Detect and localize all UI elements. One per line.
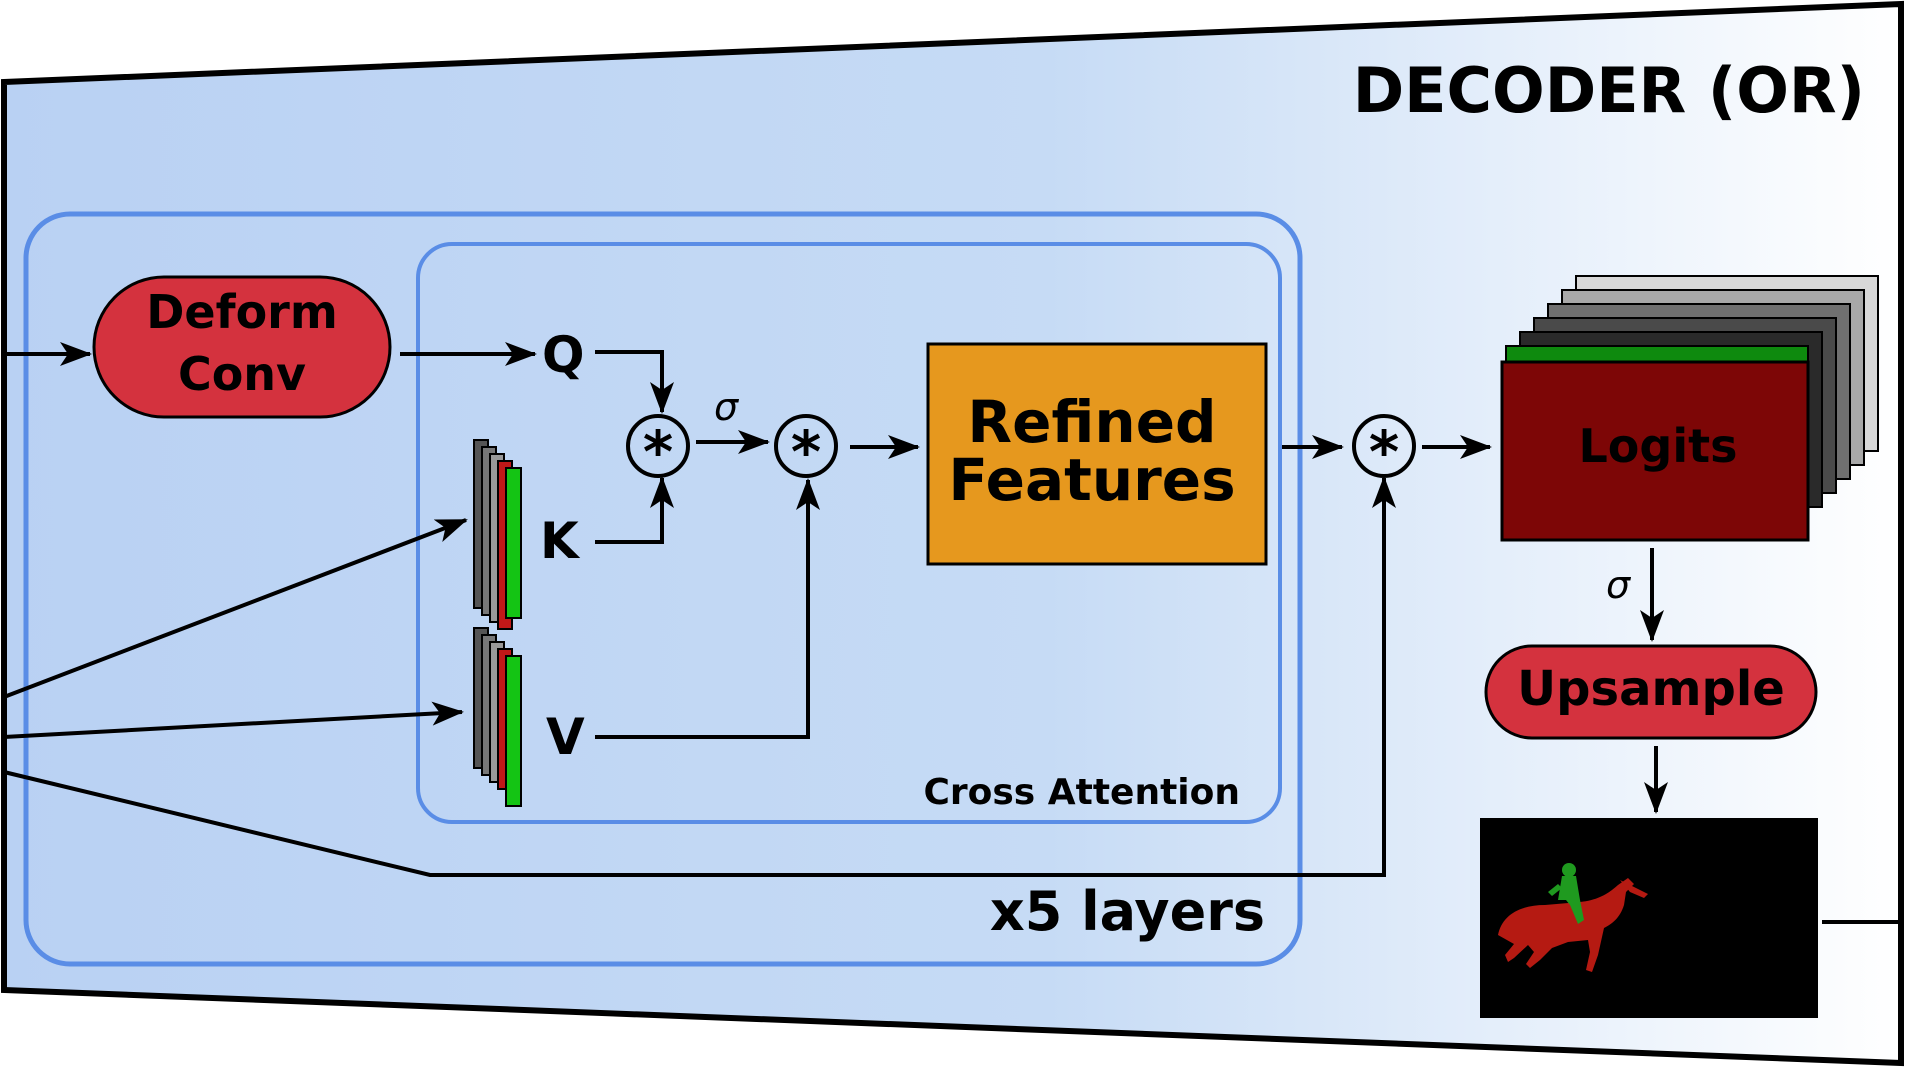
horse-silhouette [1498, 878, 1648, 972]
k-feature-stack [473, 439, 522, 630]
layers-label: x5 layers [990, 880, 1265, 943]
deform-conv-line2: Conv [178, 347, 306, 401]
logits-stack [1500, 275, 1879, 542]
q-label: Q [542, 326, 585, 384]
v-to-mult2-arrow [595, 478, 820, 739]
svg-text:*: * [791, 418, 821, 486]
svg-text:*: * [643, 418, 673, 486]
refined-features-block [926, 342, 1268, 566]
deform-conv-block [92, 275, 392, 419]
v-label: V [546, 708, 585, 766]
svg-text:*: * [1369, 418, 1399, 486]
upsample-label: Upsample [1517, 661, 1785, 717]
skip-connection-arrow [3, 476, 1396, 877]
v-feature-stack [473, 627, 522, 807]
input-to-k-arrow [3, 518, 468, 699]
multiply-node-1: * [626, 414, 690, 486]
multiply-node-2: * [774, 414, 838, 486]
logits-front-map [1500, 360, 1810, 542]
output-mask-image [1480, 818, 1818, 1018]
rider-silhouette [1548, 863, 1584, 924]
refined-features-line2: Features [948, 446, 1235, 514]
input-to-v-arrow [3, 701, 464, 739]
k-label: K [540, 512, 581, 570]
q-to-mult1-arrow [595, 350, 674, 414]
deform-conv-line1: Deform [146, 285, 338, 339]
layers-box [23, 211, 1303, 967]
sigma-symbol-1: σ [714, 385, 740, 429]
decoder-title: DECODER (OR) [1353, 54, 1865, 127]
upsample-block [1484, 644, 1818, 740]
k-to-mult1-arrow [595, 476, 674, 544]
cross-attention-label: Cross Attention [923, 772, 1240, 813]
sigma-symbol-2: σ [1606, 563, 1632, 607]
cross-attention-box [416, 242, 1282, 824]
logits-label: Logits [1579, 419, 1738, 473]
refined-features-line1: Refined [967, 388, 1216, 456]
multiply-node-3: * [1352, 414, 1416, 486]
